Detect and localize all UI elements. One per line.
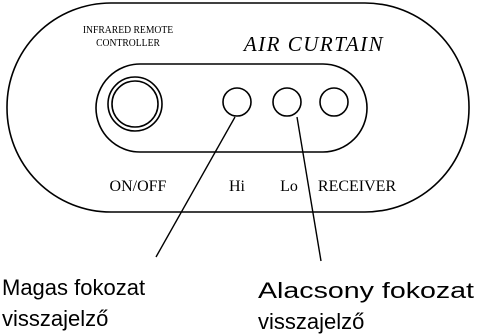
hi-label: Hi	[229, 178, 246, 195]
lo-label: Lo	[280, 178, 298, 195]
high-speed-caption-line-1: Magas fokozat	[2, 275, 145, 300]
low-speed-caption-line-2: visszajelző	[258, 309, 364, 334]
device-title: AIR CURTAIN	[242, 32, 384, 56]
hi-indicator-light	[222, 87, 252, 117]
brand-line-1: INFRARED REMOTE	[83, 25, 173, 36]
button-strip-outline	[95, 63, 368, 153]
receiver-label: RECEIVER	[318, 178, 397, 195]
brand-line-2: CONTROLLER	[96, 38, 160, 49]
on-off-label: ON/OFF	[110, 178, 167, 195]
lo-leader-line	[296, 116, 322, 262]
on-off-button[interactable]	[107, 76, 163, 132]
lo-indicator-light	[272, 87, 302, 117]
receiver-window	[319, 87, 349, 117]
high-speed-caption-line-2: visszajelző	[2, 306, 108, 331]
remote-panel-outline	[6, 2, 470, 213]
low-speed-caption-line-1: Alacsony fokozat	[258, 278, 474, 303]
hi-leader-line	[155, 116, 236, 258]
